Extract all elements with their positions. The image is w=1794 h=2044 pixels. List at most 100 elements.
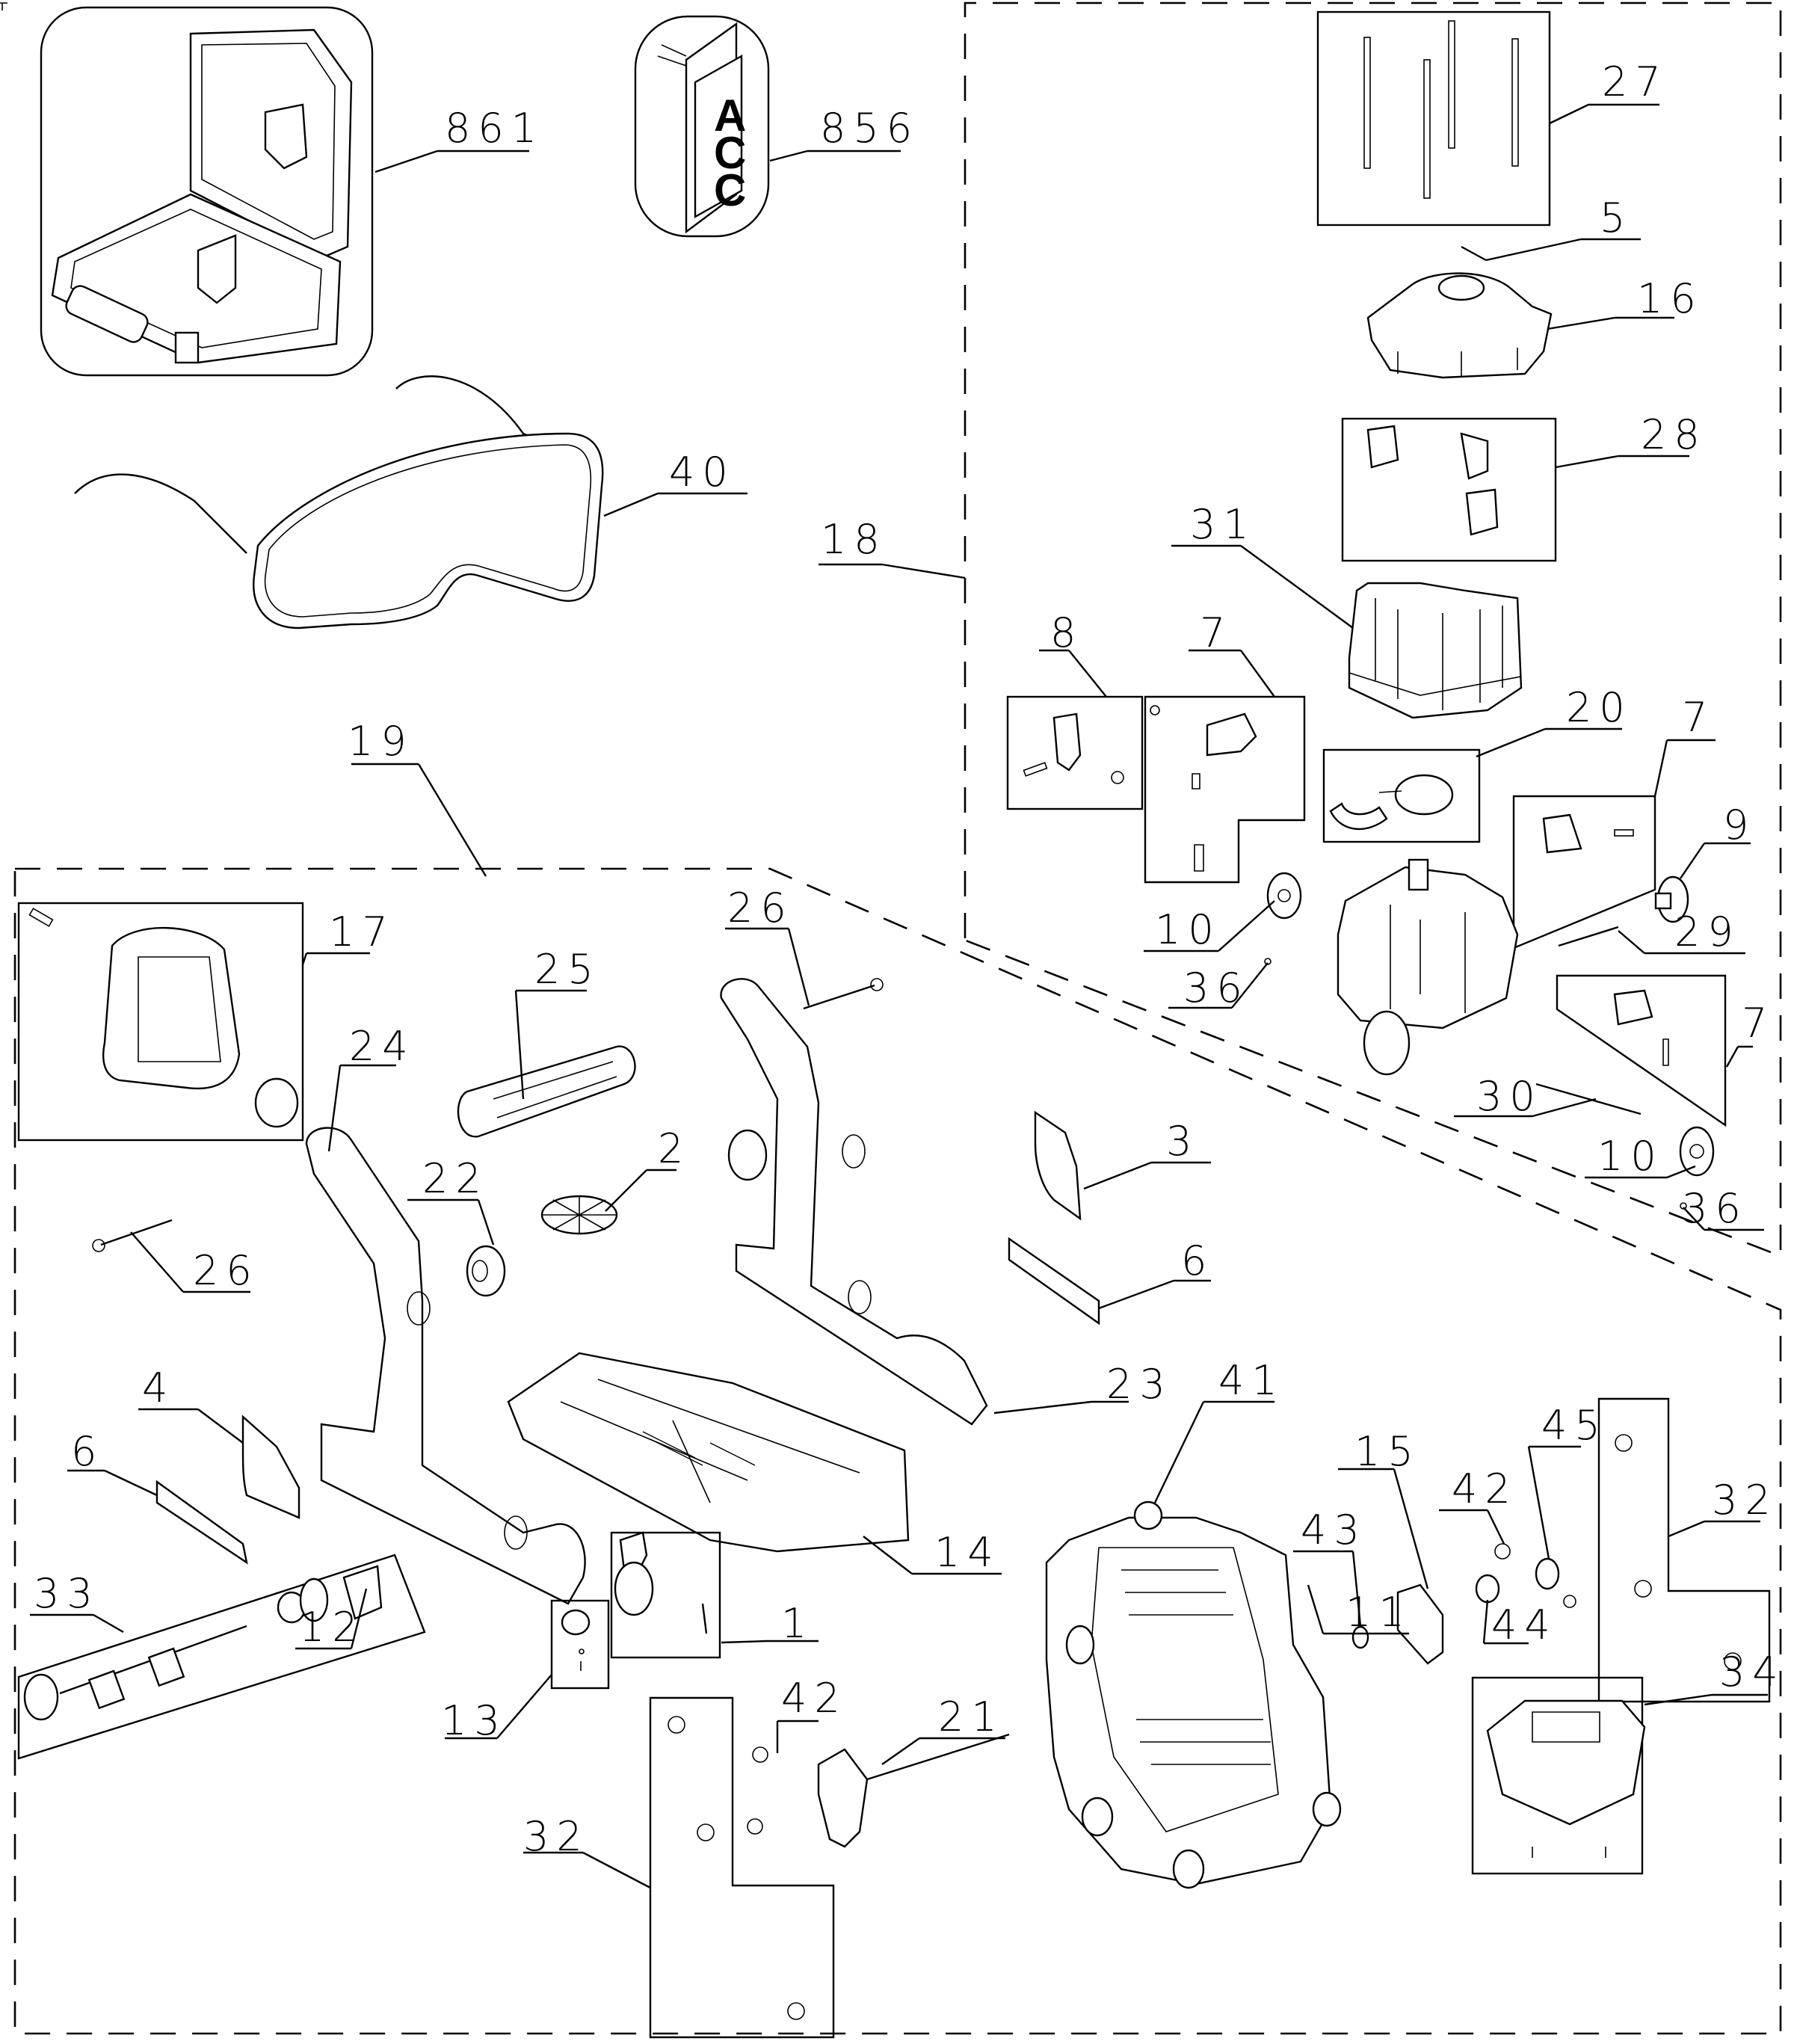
callout-label: 1: [781, 1600, 814, 1647]
callout-carrying-case: 861: [374, 105, 537, 173]
screw-extra-2: [1563, 1595, 1576, 1608]
callout-label: 13: [441, 1697, 508, 1744]
callout-leader: [1555, 455, 1619, 469]
release-lever: [817, 1733, 1010, 1848]
callout-handle-grip: 25: [514, 946, 601, 1100]
callout-window-lens-set: 28: [1555, 411, 1707, 469]
callout-leader: [1486, 1509, 1505, 1545]
callout-leader: [374, 150, 438, 173]
callout-battery-cover-kit: 34: [1644, 1649, 1786, 1706]
callout-leader: [1218, 900, 1275, 952]
callout-label: 27: [1602, 58, 1668, 105]
callout-label: 4: [142, 1364, 175, 1412]
callout-spring: 44: [1482, 1599, 1558, 1649]
callout-label: 6: [71, 1428, 104, 1475]
callout-label: 14: [934, 1529, 1001, 1576]
tag-letter-c2: C: [714, 165, 746, 215]
callout-set-screw: 36: [1168, 962, 1269, 1012]
screw-42a: [1494, 1543, 1511, 1560]
callout-label: 856: [820, 105, 919, 152]
mount-plate: [1396, 1583, 1444, 1665]
callout-leader: [1068, 650, 1107, 698]
end-plate-kit: [17, 902, 304, 1142]
callout-release-lever: 21: [881, 1693, 1005, 1765]
washer: [1351, 1625, 1369, 1649]
callout-label: 15: [1354, 1428, 1421, 1475]
callout-leader: [514, 990, 525, 1100]
callout-label: 34: [1719, 1649, 1786, 1696]
acc-label-tag: A C C: [634, 15, 770, 238]
callout-label: 42: [781, 1675, 848, 1722]
callout-leader: [1240, 650, 1275, 698]
callout-leader: [301, 952, 308, 965]
callout-acc-label-tag: 856: [769, 105, 919, 162]
callout-leader: [1098, 1279, 1174, 1310]
callout-label: 20: [1566, 684, 1633, 731]
callout-knob: 9: [1680, 801, 1751, 879]
callout-coupler-kit: 13: [441, 1674, 552, 1744]
callout-shaft-long: 30: [1454, 1073, 1597, 1120]
callout-label: 17: [329, 908, 395, 955]
callout-label: 19: [348, 718, 414, 765]
callout-bracket-kit: 8: [1039, 609, 1107, 698]
left-frame-leg: [305, 1127, 586, 1605]
pin: [1461, 245, 1487, 262]
callout-leader: [417, 763, 487, 877]
callout-label: 8: [1050, 609, 1083, 656]
callout-leader: [197, 1409, 244, 1444]
callout-leader: [1549, 103, 1589, 125]
label-plate-3: [1034, 1110, 1082, 1221]
callout-shaft: 29: [1618, 908, 1745, 955]
callout-leader: [603, 492, 659, 517]
callout-label: 12: [299, 1604, 366, 1651]
callout-base-plate: 14: [863, 1529, 1002, 1576]
callout-label: 36: [1682, 1185, 1748, 1232]
callout-leader: [1683, 1207, 1705, 1231]
callout-screw-kit: 32: [1668, 1477, 1771, 1538]
main-housing: [1045, 1516, 1342, 1889]
callout-label: 31: [1190, 501, 1257, 548]
callout-leader: [1393, 1468, 1429, 1589]
callout-leader: [1725, 1046, 1739, 1068]
callout-label-plate: 3: [1083, 1118, 1211, 1190]
callout-switch-kit: 7: [1725, 1000, 1775, 1068]
knob-wheel-a: [1266, 872, 1302, 920]
callout-label: 44: [1491, 1601, 1558, 1649]
callout-label: 43: [1301, 1506, 1367, 1554]
callout-label: 25: [534, 946, 601, 993]
tag-letter-c1: C: [714, 128, 746, 178]
corner-mark: [0, 2, 7, 10]
callout-screw: 42: [776, 1675, 848, 1753]
callout-warning-label: 6: [1098, 1237, 1211, 1310]
callout-label: 11: [1346, 1589, 1412, 1636]
cap: [1535, 1557, 1560, 1590]
spring: [1475, 1574, 1500, 1604]
callout-leader: [769, 150, 808, 162]
callout-leader: [1666, 1165, 1696, 1179]
top-cap: [1366, 272, 1553, 379]
callout-warning-label: 6: [67, 1428, 158, 1497]
callout-label: 26: [193, 1247, 259, 1294]
callout-label: 28: [1641, 411, 1707, 458]
callout-leader: [787, 928, 810, 1006]
battery-cover-kit: [1471, 1676, 1646, 1875]
callout-mount-plate: 15: [1338, 1428, 1429, 1589]
callout-label: 10: [1155, 906, 1221, 953]
callout-top-cap: 16: [1547, 275, 1696, 330]
callout-housing-shroud: 31: [1171, 501, 1354, 629]
shaft: [1558, 926, 1619, 947]
pendulum-clip-kit: [1322, 748, 1481, 843]
callout-adjust-knob: 41: [1153, 1357, 1285, 1503]
screw-kit-b: [649, 1696, 835, 2039]
bracket-kit: [1006, 695, 1144, 810]
callout-lever-kit: 1: [721, 1600, 819, 1647]
callout-screw-kit: 32: [523, 1813, 651, 1889]
group-19-boundary: [13, 867, 1782, 2035]
callout-label: 41: [1218, 1357, 1285, 1404]
screw-42b: [752, 1746, 768, 1763]
callout-washer: 43: [1293, 1506, 1367, 1627]
warning-label-6b: [155, 1480, 248, 1565]
callout-label: 7: [1742, 1000, 1775, 1047]
